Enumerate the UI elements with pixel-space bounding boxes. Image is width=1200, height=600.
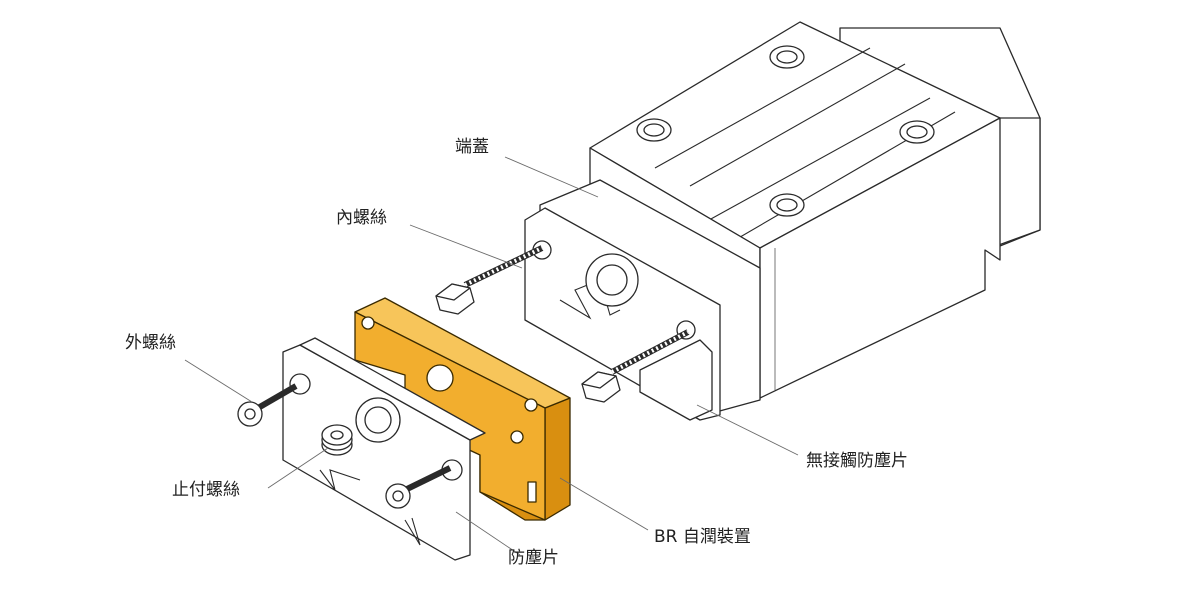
leader-non-contact-seal [696, 404, 799, 456]
leader-end-cap [504, 156, 599, 198]
leader-set-screw [267, 447, 329, 489]
label-set-screw: 止付螺絲 [172, 480, 240, 500]
dust-plate [282, 337, 486, 561]
label-br-lubricator: BR 自潤裝置 [654, 527, 751, 547]
label-outer-screw: 外螺絲 [125, 333, 176, 353]
inner-screw-upper [435, 245, 544, 315]
leader-inner-screw [409, 224, 523, 269]
inner-screw-lower [581, 329, 690, 403]
label-end-cap: 端蓋 [455, 137, 489, 157]
label-inner-screw: 內螺絲 [336, 208, 387, 228]
leader-dust-plate [455, 511, 521, 556]
label-non-contact-seal: 無接觸防塵片 [806, 451, 908, 471]
label-dust-plate: 防塵片 [508, 548, 559, 568]
leader-outer-screw [184, 359, 253, 403]
outer-screw-upper [237, 383, 298, 427]
leader-br-lubricator [559, 477, 649, 531]
set-screw [321, 424, 353, 456]
outer-screw-lower [385, 465, 452, 509]
non-contact-seal-plate [639, 339, 713, 421]
